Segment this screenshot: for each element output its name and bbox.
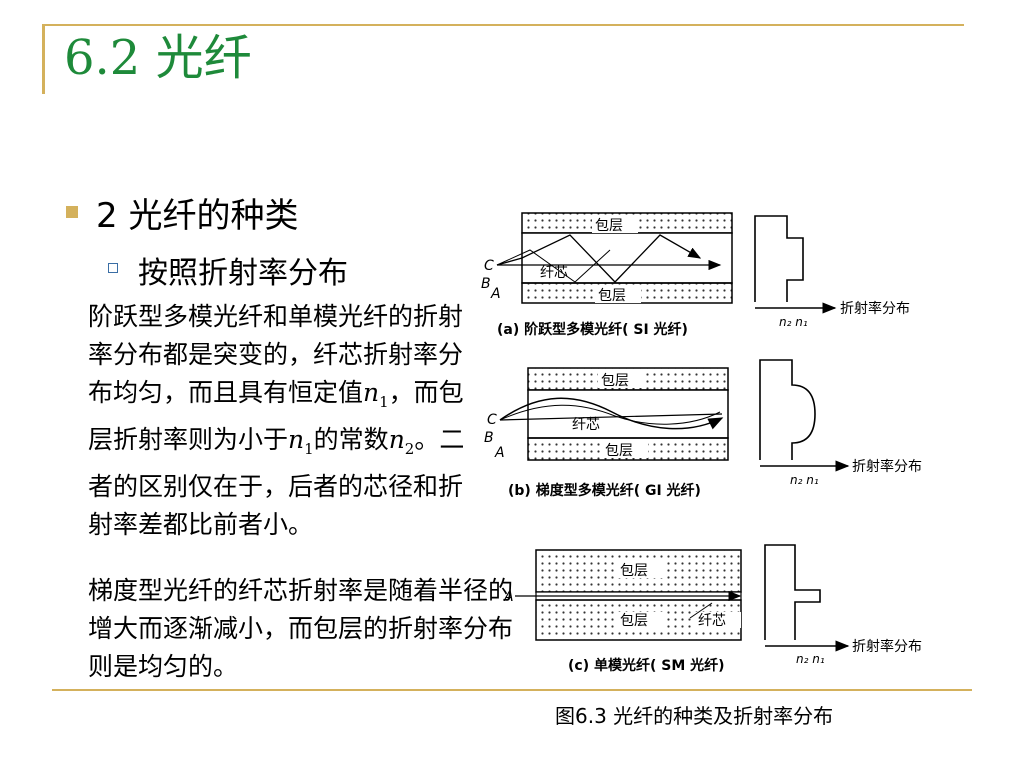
fiber-types-figure: 包层 包层 纤芯 C B A n₂ n₁ 折射率分布 (a) 阶跃型多模光纤( … [481, 212, 922, 674]
section-heading: 2 光纤的种类 [96, 196, 299, 236]
svg-text:A: A [490, 286, 501, 302]
svg-text:B: B [484, 430, 494, 446]
hollow-square-bullet-icon [108, 263, 118, 273]
svg-text:包层: 包层 [595, 218, 623, 234]
svg-text:B: B [481, 276, 491, 292]
svg-text:A: A [494, 445, 505, 461]
panel-a-step-index: 包层 包层 纤芯 C B A n₂ n₁ 折射率分布 (a) 阶跃型多模光纤( … [481, 212, 910, 338]
svg-text:A: A [503, 589, 514, 605]
panel-c-single-mode: 包层 包层 纤芯 A n₂ n₁ 折射率分布 (c) 单模光纤( SM 光纤) [503, 544, 922, 674]
panel-b-graded-index: 包层 包层 纤芯 C B A n₂ n₁ 折射率分布 (b) 梯度型多模光纤( … [484, 359, 922, 499]
svg-text:折射率分布: 折射率分布 [852, 638, 922, 655]
bottom-divider [52, 689, 972, 691]
svg-text:折射率分布: 折射率分布 [840, 300, 910, 317]
svg-text:包层: 包层 [598, 288, 626, 304]
svg-text:n₂ n₁: n₂ n₁ [790, 473, 819, 487]
svg-text:包层: 包层 [620, 563, 648, 579]
svg-text:折射率分布: 折射率分布 [852, 458, 922, 475]
square-bullet-icon [66, 206, 78, 218]
paragraph-step-index: 阶跃型多模光纤和单模光纤的折射率分布都是突变的，纤芯折射率分布均匀，而且具有恒定… [88, 302, 465, 539]
slide-title: 6.2 光纤 [64, 30, 252, 86]
svg-text:(b) 梯度型多模光纤( GI 光纤): (b) 梯度型多模光纤( GI 光纤) [508, 482, 701, 499]
paragraph-graded-index: 梯度型光纤的纤芯折射率是随着半径的增大而逐渐减小，而包层的折射率分布则是均匀的。 [88, 576, 514, 681]
svg-text:C: C [487, 412, 497, 428]
svg-text:包层: 包层 [601, 373, 629, 389]
figure-caption: 图6.3 光纤的种类及折射率分布 [555, 704, 834, 728]
svg-text:包层: 包层 [605, 443, 633, 459]
svg-text:(c) 单模光纤( SM 光纤): (c) 单模光纤( SM 光纤) [568, 657, 725, 674]
svg-text:n₂ n₁: n₂ n₁ [796, 652, 825, 666]
svg-text:包层: 包层 [620, 613, 648, 629]
subsection-heading: 按照折射率分布 [138, 256, 348, 291]
svg-text:n₂ n₁: n₂ n₁ [779, 315, 808, 329]
svg-text:纤芯: 纤芯 [572, 417, 600, 433]
svg-text:C: C [484, 258, 494, 274]
top-divider [42, 24, 964, 26]
svg-text:纤芯: 纤芯 [698, 613, 726, 629]
svg-text:纤芯: 纤芯 [540, 265, 568, 281]
left-divider [42, 24, 45, 94]
svg-text:(a) 阶跃型多模光纤( SI 光纤): (a) 阶跃型多模光纤( SI 光纤) [497, 321, 688, 338]
